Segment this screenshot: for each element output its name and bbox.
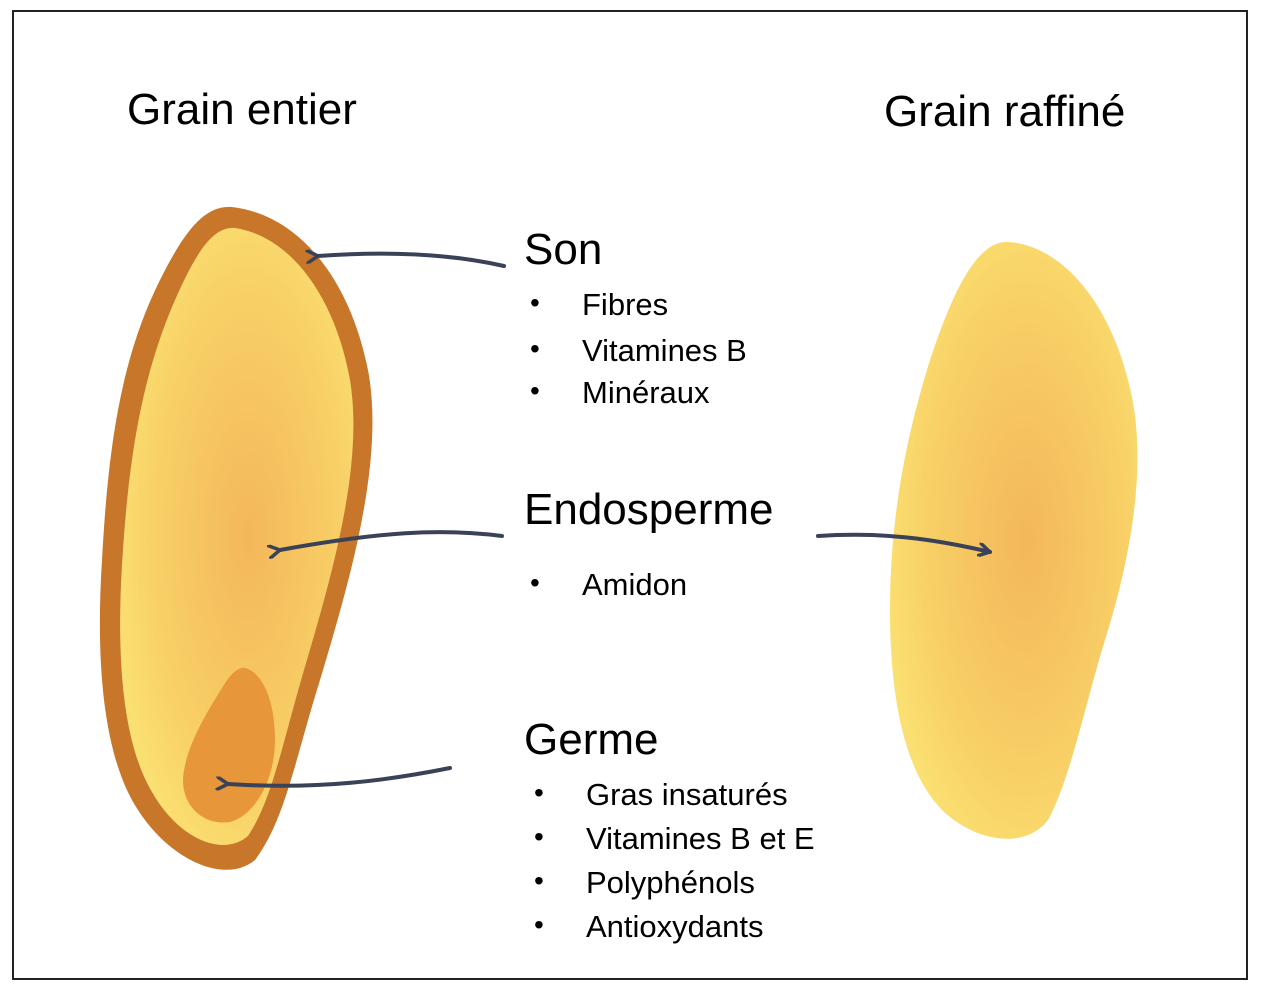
heading-endosperme: Endosperme [524, 485, 774, 534]
arrow-endosperme-right [816, 532, 992, 552]
refined-grain [890, 241, 1138, 839]
list-item: Vitamines B [530, 335, 747, 366]
arrow-son [318, 254, 506, 268]
title-refined-grain: Grain raffiné [884, 87, 1126, 136]
list-item: Minéraux [530, 377, 747, 408]
diagram-frame [12, 10, 1248, 980]
endosperm-layer [120, 227, 354, 845]
list-item: Amidon [530, 569, 687, 600]
heading-son: Son [524, 225, 603, 274]
heading-germe: Germe [524, 715, 659, 764]
list-item: Polyphénols [534, 867, 815, 898]
title-whole-grain: Grain entier [127, 85, 357, 134]
list-item: Gras insaturés [534, 779, 815, 810]
list-son: Fibres Vitamines B Minéraux [530, 289, 747, 408]
list-germe: Gras insaturés Vitamines B et E Polyphén… [534, 779, 815, 942]
list-endosperme: Amidon [530, 569, 687, 600]
arrow-germe [228, 766, 452, 786]
list-item: Fibres [530, 289, 747, 320]
list-item: Antioxydants [534, 911, 815, 942]
arrow-endosperme-left [280, 530, 504, 550]
list-item: Vitamines B et E [534, 823, 815, 854]
